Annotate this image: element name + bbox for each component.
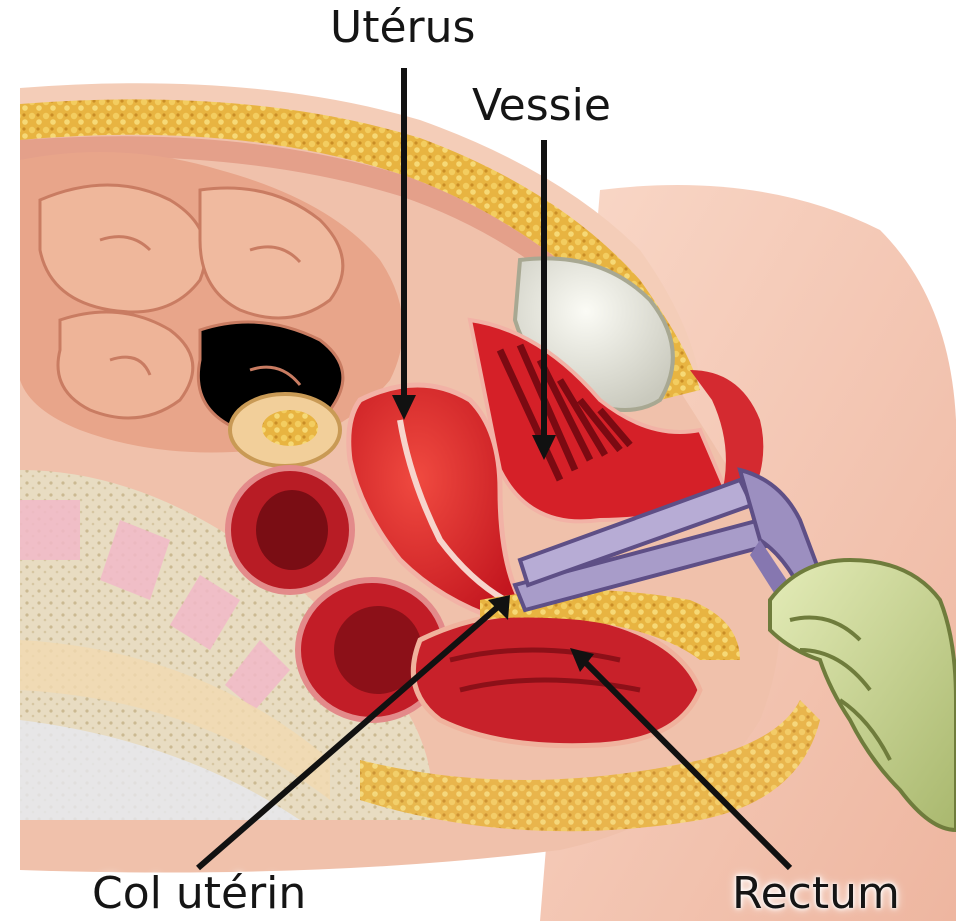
- label-col-uterin: Col utérin: [92, 872, 306, 916]
- label-rectum: Rectum: [732, 872, 900, 916]
- label-uterus: Utérus: [330, 6, 475, 50]
- label-vessie: Vessie: [472, 84, 611, 128]
